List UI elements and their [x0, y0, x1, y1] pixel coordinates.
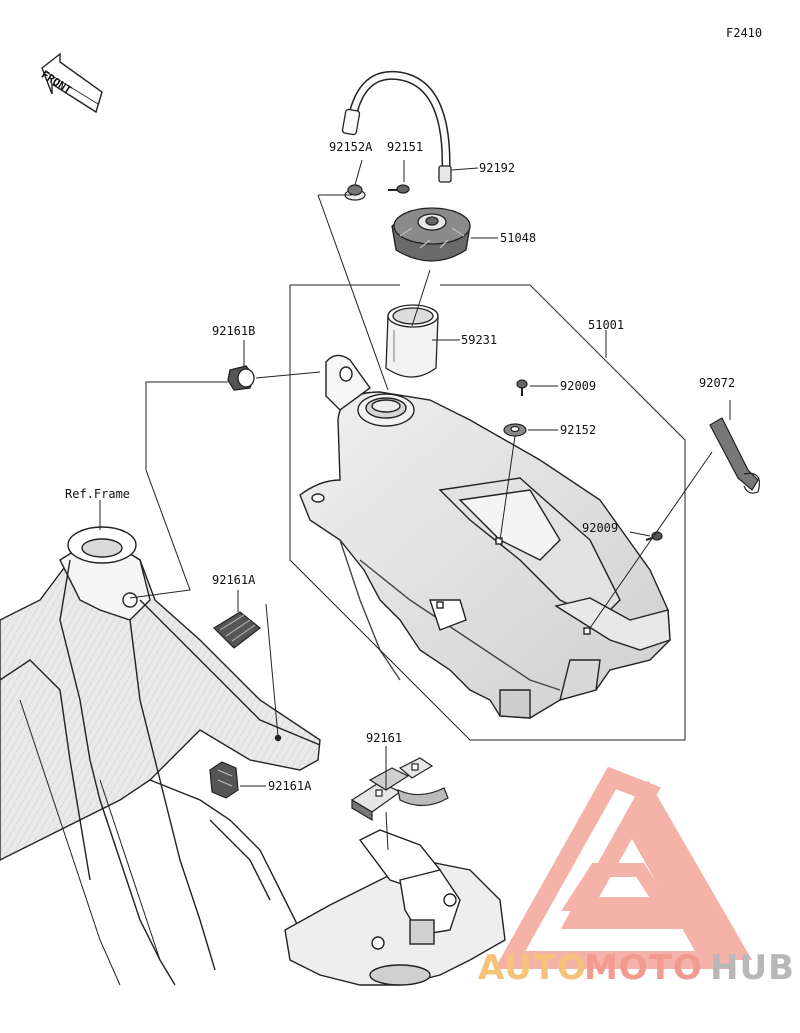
callout-92161: 92161	[366, 731, 403, 745]
fuel-tank-51001	[299, 354, 671, 719]
figure-code: F2410	[726, 26, 763, 40]
callout-92009-right: 92009	[582, 521, 619, 535]
bolt-92009-top	[516, 379, 528, 396]
filler-neck-59231	[385, 304, 439, 378]
watermark-part-moto: MOTO	[584, 948, 703, 988]
rubber-92161a-top	[213, 611, 261, 649]
callout-ref-frame: Ref.Frame	[65, 487, 131, 501]
grommet-92161b	[227, 365, 255, 391]
callout-51001: 51001	[588, 318, 625, 332]
watermark-part-hub: HUB	[710, 948, 795, 988]
washer-92152	[503, 423, 527, 437]
callout-59231: 59231	[461, 333, 498, 347]
callout-92152a: 92152A	[329, 140, 373, 154]
callout-92161a-top: 92161A	[212, 573, 256, 587]
watermark-text: AUTO MOTO HUB	[478, 948, 800, 992]
bracket-92161	[350, 757, 449, 822]
callout-92152: 92152	[560, 423, 597, 437]
leader-lines	[99, 159, 731, 851]
hose-92192	[341, 70, 452, 183]
strap-92072	[709, 417, 760, 494]
frame-drawing	[0, 526, 506, 986]
rubber-92161a-bottom	[209, 761, 239, 799]
callout-92161b: 92161B	[212, 324, 256, 338]
callout-51048: 51048	[500, 231, 537, 245]
callout-92072: 92072	[699, 376, 736, 390]
washer-92152a	[344, 184, 366, 201]
screw-92151	[388, 184, 410, 194]
callout-92151: 92151	[387, 140, 424, 154]
fuel-cap-51048	[391, 207, 471, 262]
watermark-logo	[494, 766, 752, 969]
callout-92192: 92192	[479, 161, 516, 175]
callout-92161a-bottom: 92161A	[268, 779, 312, 793]
watermark-part-auto: AUTO	[478, 948, 587, 988]
front-arrow-icon	[41, 52, 103, 114]
callout-92009-top: 92009	[560, 379, 597, 393]
